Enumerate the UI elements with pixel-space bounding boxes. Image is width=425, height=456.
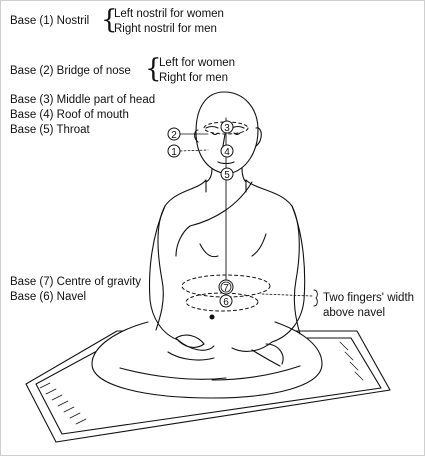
label-base-2-women: Left for women bbox=[159, 57, 236, 69]
marker-1: 1 bbox=[167, 144, 181, 158]
leader-two-fingers bbox=[261, 293, 313, 297]
marker-6-text: 6 bbox=[223, 297, 229, 308]
label-base-6: Base (6) Navel bbox=[10, 291, 87, 303]
marker-2-text: 2 bbox=[171, 130, 177, 141]
label-base-4: Base (4) Roof of mouth bbox=[10, 109, 129, 121]
marker-1-text: 1 bbox=[171, 147, 177, 158]
crossed-legs bbox=[91, 321, 323, 399]
label-base-1: Base (1) Nostril bbox=[10, 15, 90, 27]
marker-2: 2 bbox=[167, 127, 181, 141]
marker-4: 4 bbox=[220, 144, 234, 158]
label-base-7: Base (7) Centre of gravity bbox=[10, 276, 142, 288]
neck bbox=[205, 167, 247, 183]
brace-base-2: { bbox=[145, 54, 162, 84]
note-two-fingers: Two fingers' width bbox=[323, 292, 415, 304]
marker-6: 6 bbox=[219, 294, 233, 308]
torso bbox=[155, 179, 301, 335]
marker-4-text: 4 bbox=[224, 147, 230, 158]
label-base-1-men: Right nostril for men bbox=[114, 23, 217, 35]
brace-two-fingers bbox=[313, 289, 318, 307]
marker-3: 3 bbox=[220, 120, 234, 134]
marker-5: 5 bbox=[220, 167, 234, 181]
label-base-3: Base (3) Middle part of head bbox=[10, 94, 156, 106]
navel-dot bbox=[209, 314, 215, 320]
marker-7: 7 bbox=[218, 279, 234, 295]
label-base-2-men: Right for men bbox=[159, 72, 229, 84]
marker-3-text: 3 bbox=[224, 123, 230, 134]
label-base-5: Base (5) Throat bbox=[10, 124, 90, 136]
arms bbox=[148, 205, 306, 352]
marker-5-text: 5 bbox=[224, 170, 230, 181]
label-base-2: Base (2) Bridge of nose bbox=[10, 65, 131, 77]
label-base-1-women: Left nostril for women bbox=[114, 8, 224, 20]
leader-base-1 bbox=[179, 149, 209, 152]
note-above-navel: above navel bbox=[323, 307, 386, 319]
marker-7-text: 7 bbox=[223, 283, 229, 294]
brace-base-1: { bbox=[101, 5, 118, 35]
